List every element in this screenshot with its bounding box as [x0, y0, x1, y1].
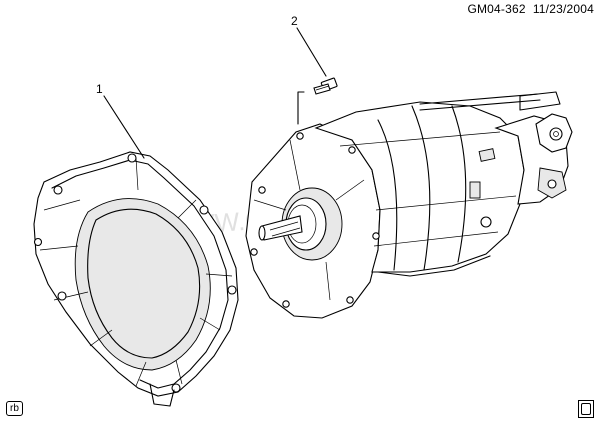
transmission-illustration — [245, 91, 573, 319]
bell-housing-illustration — [33, 151, 239, 407]
callout-1: 1 — [96, 82, 103, 96]
leader-line-1 — [103, 95, 145, 159]
gm-logo-icon — [578, 400, 594, 418]
drawing-id: GM04-362 — [467, 2, 526, 16]
drawing-header: GM04-362 11/23/2004 — [467, 2, 594, 16]
gm-logo-mark — [581, 403, 591, 415]
footer-badge: rb — [6, 401, 23, 416]
drawing-date: 11/23/2004 — [532, 2, 594, 16]
leader-line-2 — [296, 27, 327, 77]
callout-2: 2 — [291, 14, 298, 28]
bolt-illustration — [313, 77, 338, 95]
bolt-location-bracket — [297, 91, 305, 125]
